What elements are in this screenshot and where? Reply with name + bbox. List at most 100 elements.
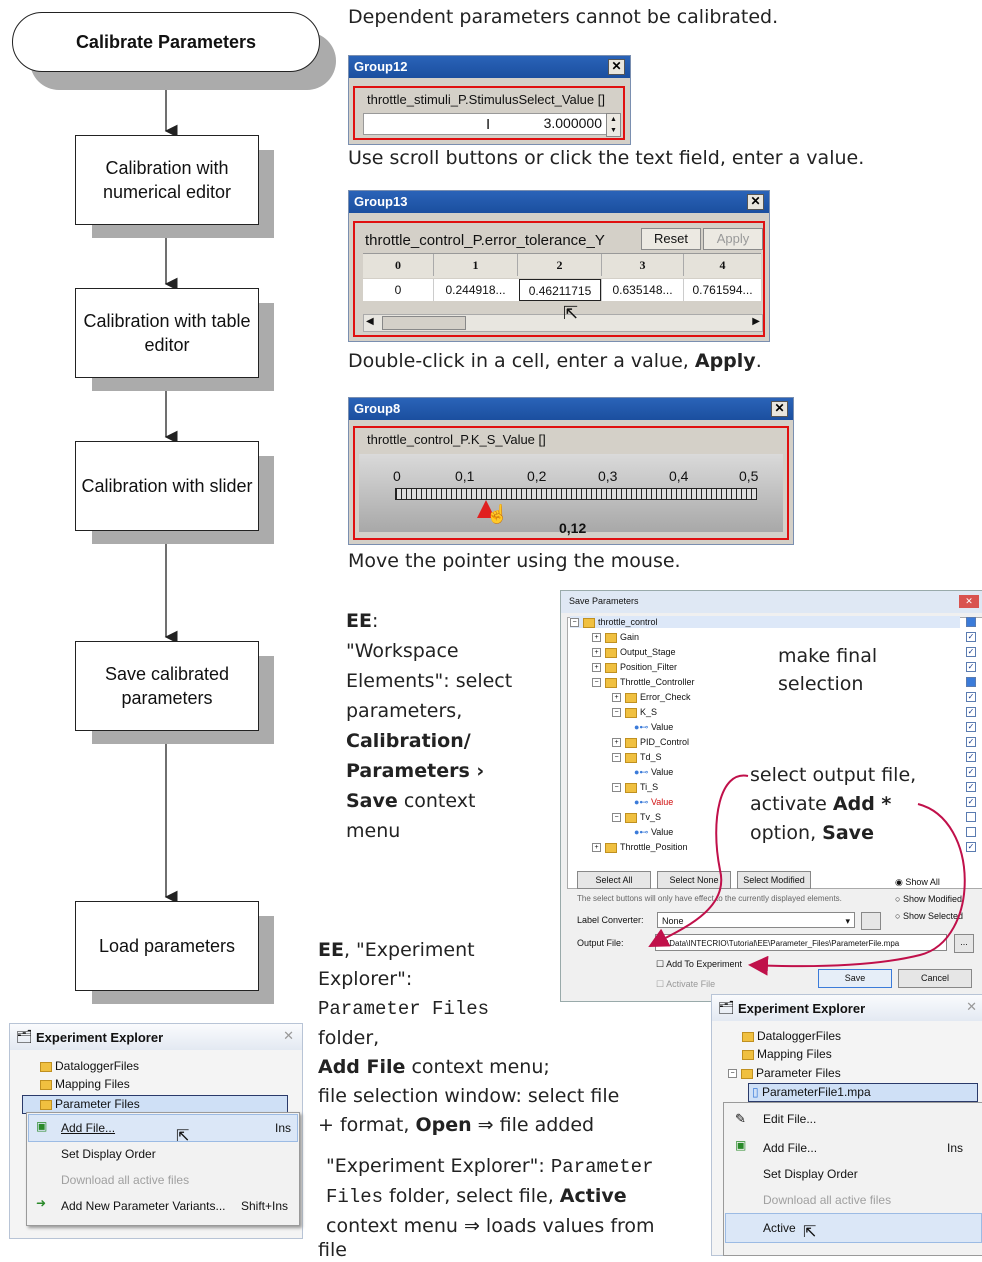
select-all-button[interactable]: Select All [577,871,651,889]
select-modified-button[interactable]: Select Modified [737,871,811,889]
label-converter-select[interactable]: None▾ [657,912,855,928]
table-cell-editing[interactable]: 0.46211715 [519,279,601,301]
ee-item-datalogger[interactable]: DataloggerFiles [40,1059,139,1073]
checkbox[interactable]: ✓ [966,752,976,762]
close-icon[interactable]: ✕ [747,194,764,210]
col-header: 2 [517,254,601,276]
tree-item[interactable]: +Output_Stage [592,646,676,658]
caption-double-click: Double-click in a cell, enter a value, A… [348,350,762,372]
spin-buttons[interactable]: ▲▼ [606,113,621,137]
ee-item-mapping[interactable]: Mapping Files [40,1077,130,1091]
checkbox[interactable]: ✓ [966,632,976,642]
menu-add-file[interactable]: Add File... [763,1141,818,1155]
tree-item[interactable]: −Td_S [612,751,662,763]
activate-file-checkbox[interactable]: ☐ Activate File [656,979,716,989]
ee-item-parameter-file[interactable]: ▯ ParameterFile1.mpa [752,1085,871,1099]
scroll-left-icon[interactable]: ◀ [366,316,374,327]
menu-edit-file[interactable]: Edit File... [763,1112,817,1126]
label-converter-browse[interactable] [861,912,881,930]
ee-left-title: Experiment Explorer [36,1030,164,1045]
tree-item[interactable]: ●⊷ Value [634,722,674,732]
ee-item-parameter-files[interactable]: Parameter Files [40,1097,140,1111]
checkbox[interactable]: ✓ [966,737,976,747]
tree-item[interactable]: +PID_Control [612,736,689,748]
caption-double-text: Double-click in a cell, enter a value, [348,350,695,372]
checkbox[interactable]: ✓ [966,842,976,852]
checkbox[interactable]: ✓ [966,707,976,717]
checkbox[interactable] [966,827,976,837]
ee-file-selected[interactable] [748,1083,978,1102]
cancel-button[interactable]: Cancel [898,969,972,988]
horizontal-scrollbar[interactable]: ◀ ▶ [363,314,763,332]
table-cell[interactable]: 0.244918... [433,279,517,301]
table-cell[interactable]: 0 [394,283,402,297]
close-icon[interactable]: ✕ [771,401,788,417]
save-note-line: "Workspace [346,640,459,662]
tree-item[interactable]: −K_S [612,706,657,718]
checkbox[interactable]: ✓ [966,722,976,732]
ee-item-parameter-files[interactable]: −Parameter Files [728,1066,841,1080]
table-row: 0 0.244918... 0.46211715 0.635148... 0.7… [363,279,761,301]
checkbox[interactable]: ✓ [966,662,976,672]
add-file-icon: ▣ [36,1119,48,1133]
load-note-line: context menu; [405,1056,550,1078]
close-icon[interactable]: ✕ [608,59,625,75]
show-modified-radio[interactable]: ○ Show Modified [895,894,962,904]
tree-item[interactable]: ●⊷ Value [634,797,674,807]
tree-item[interactable]: −Ti_S [612,781,658,793]
menu-add-variants[interactable]: Add New Parameter Variants... [61,1199,226,1213]
tree-item[interactable]: +Gain [592,631,639,643]
checkbox[interactable] [966,617,976,627]
tree-item[interactable]: +Throttle_Position [592,841,688,853]
menu-download-all[interactable]: Download all active files [763,1193,892,1207]
tree-item[interactable]: ●⊷ Value [634,767,674,777]
group12-value-field[interactable]: I 3.000000 [363,113,609,135]
save-note-bold: Calibration/ [346,730,471,752]
checkbox[interactable]: ✓ [966,647,976,657]
checkbox[interactable]: ✓ [966,692,976,702]
close-icon[interactable]: ✕ [283,1028,294,1043]
menu-set-display-order[interactable]: Set Display Order [763,1167,858,1181]
save-button[interactable]: Save [818,969,892,988]
scroll-right-icon[interactable]: ▶ [752,316,760,327]
show-selected-radio[interactable]: ○ Show Selected [895,911,963,921]
apply-button[interactable]: Apply [703,228,763,250]
menu-set-display-order[interactable]: Set Display Order [61,1147,156,1161]
tree-item[interactable]: −Tv_S [612,811,661,823]
tree-item[interactable]: +Position_Filter [592,661,677,673]
browse-button[interactable]: ... [954,934,974,953]
tree-item[interactable]: ●⊷ Value [634,827,674,837]
flow-step-slider: Calibration with slider [75,441,259,531]
add-to-experiment-checkbox[interactable]: ☐ Add To Experiment [656,959,742,969]
load-note-open: Open [415,1114,472,1136]
show-all-radio[interactable]: ◉ Show All [895,877,940,887]
menu-active[interactable]: Active [763,1221,796,1235]
close-icon[interactable]: ✕ [966,999,977,1014]
slider-pointer[interactable] [477,500,495,518]
select-none-button[interactable]: Select None [657,871,731,889]
checkbox[interactable]: ✓ [966,797,976,807]
close-icon[interactable]: ✕ [959,595,979,608]
checkbox[interactable]: ✓ [966,782,976,792]
checkbox[interactable] [966,812,976,822]
tree-item[interactable]: −throttle_control [570,616,960,628]
flow-step-table-editor: Calibration with table editor [75,288,259,378]
ee-item-datalogger[interactable]: DataloggerFiles [742,1029,841,1043]
folder-icon [625,737,637,748]
table-cell[interactable]: 0.761594... [683,279,761,301]
checkbox[interactable]: ✓ [966,767,976,777]
scroll-thumb[interactable] [382,316,466,330]
reset-button[interactable]: Reset [641,228,701,250]
group12-highlight [353,86,625,140]
menu-add-file[interactable]: Add File... [61,1121,116,1135]
tree-item[interactable]: +Error_Check [612,691,691,703]
group13-param-label: throttle_control_P.error_tolerance_Y [365,232,605,249]
tree-item[interactable]: −Throttle_Controller [592,676,695,688]
menu-add-file-shortcut: Ins [275,1121,292,1135]
checkbox[interactable] [966,677,976,687]
table-cell[interactable]: 0.635148... [601,279,683,301]
slider-track[interactable] [395,488,757,500]
menu-download-all[interactable]: Download all active files [61,1173,190,1187]
ee-item-mapping[interactable]: Mapping Files [742,1047,832,1061]
caption-move: Move the pointer using the mouse. [348,550,681,572]
